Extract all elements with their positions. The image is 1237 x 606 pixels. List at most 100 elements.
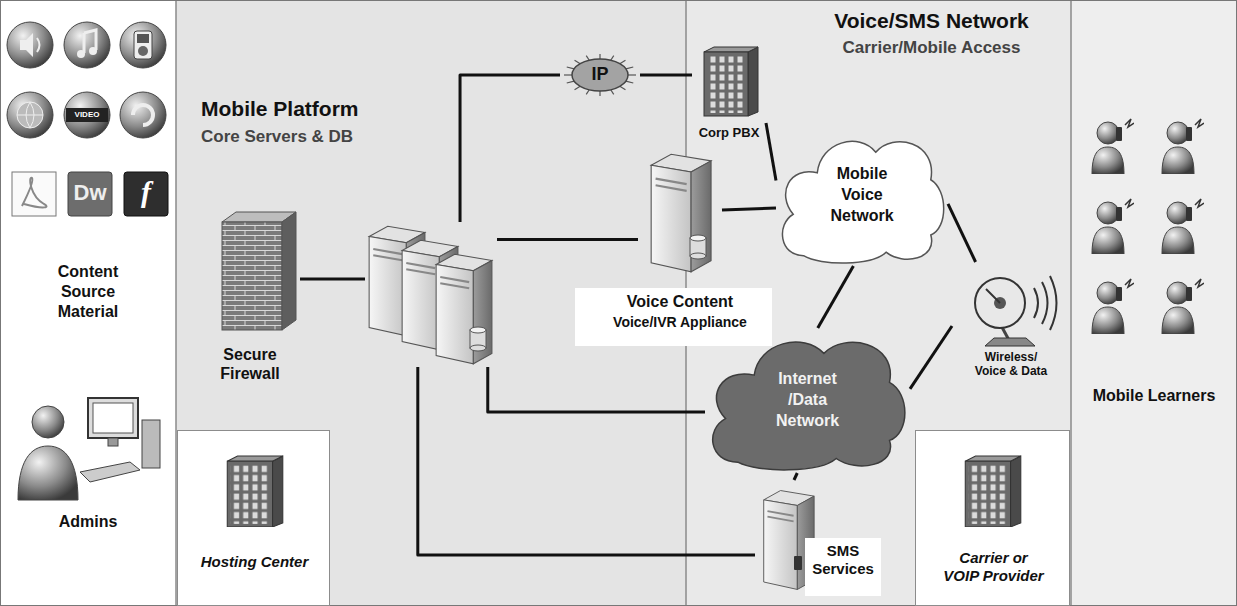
- admin-figure-part: [93, 403, 133, 433]
- wireless-tower: Wireless/ Voice & Data: [952, 262, 1070, 390]
- content-source-icons-part: [64, 22, 110, 68]
- server-towers-part: [690, 253, 706, 259]
- voice-sms-panel: Voice/SMS NetworkCarrier/Mobile Access Co…: [686, 0, 1071, 606]
- icon-caption: VIDEO: [66, 110, 108, 120]
- node-sublabel: Carrier/Mobile Access: [804, 38, 1059, 58]
- node-label: Hosting Center: [178, 553, 331, 571]
- network-link: [818, 266, 854, 328]
- firewall: Secure Firewall: [200, 205, 300, 400]
- ip-ray: [564, 74, 572, 75]
- node-label: Mobile Voice Network: [824, 164, 900, 226]
- admin-figure: [18, 398, 160, 500]
- network-link: [948, 204, 976, 262]
- column-grounds-part: [1071, 0, 1237, 606]
- content-source-icons-part: [17, 102, 43, 128]
- content-source-icons-part: [7, 22, 53, 68]
- admin-figure-part: [80, 462, 140, 482]
- content-source-icons: [7, 22, 168, 216]
- server-towers-part: [470, 345, 486, 351]
- firewall-wall-part: [222, 222, 282, 330]
- content-source-icons-part: [17, 102, 43, 128]
- hosting-center-box: Hosting Center: [177, 430, 330, 606]
- ip-ray: [575, 60, 581, 64]
- content-source-icons-part: [137, 34, 149, 43]
- cloud-outline: [782, 141, 943, 263]
- column-label: Admins: [38, 512, 138, 531]
- mobile-learner-figures-part: [1162, 199, 1204, 254]
- admin-figure-part: [142, 420, 160, 468]
- ip-ray: [620, 86, 626, 90]
- sms-services: SMS Services: [755, 480, 885, 606]
- content-source-icons-part: [20, 33, 33, 57]
- cloud-outline: [713, 342, 905, 470]
- buildings-part: [704, 47, 758, 116]
- ip-ray: [620, 60, 626, 64]
- server-towers-part: [690, 235, 706, 241]
- firewall-wall: [222, 212, 296, 330]
- content-source-icons-part: [120, 92, 166, 138]
- node-label: Voice/SMS Network: [804, 8, 1059, 33]
- node-label: Mobile Learners: [1071, 386, 1237, 405]
- icon-caption: Dw: [68, 180, 112, 206]
- network-link: [794, 473, 797, 480]
- column-label: Content Source Material: [44, 262, 132, 322]
- network-link: [640, 74, 692, 77]
- mobile-learner-figures-part: [1092, 199, 1134, 254]
- firewall-wall-part: [282, 212, 296, 330]
- admin-figure-part: [32, 406, 64, 438]
- column-grounds-part: [176, 0, 1071, 606]
- ip-ray: [575, 86, 581, 90]
- network-link: [460, 75, 560, 222]
- node-sublabel: Core Servers & DB: [201, 127, 451, 147]
- ip-ray: [626, 81, 633, 83]
- node-label: Internet /Data Network: [769, 369, 846, 431]
- content-source-icons-part: [89, 47, 97, 55]
- admin-figure-part: [108, 438, 118, 446]
- node-label: Mobile Platform: [201, 96, 451, 121]
- content-source-icons-part: [124, 172, 168, 216]
- mobile-learner-figures-part: [1162, 119, 1204, 174]
- ip-ray: [567, 67, 574, 69]
- ip-ray: [628, 74, 636, 75]
- corp-pbx: Corp PBX: [692, 42, 766, 150]
- wireless-dish: [975, 276, 1057, 346]
- mobile-learner-figures-part: [1162, 279, 1204, 334]
- internet-cloud: Internet /Data Network: [705, 328, 910, 473]
- admin-figure-part: [18, 446, 78, 500]
- node-sublabel: Voice/IVR Appliance: [575, 314, 785, 331]
- mobile-voice-cloud: Mobile Voice Network: [776, 128, 948, 266]
- network-link: [497, 238, 638, 241]
- network-link: [910, 326, 952, 389]
- admin-figure-part: [88, 398, 138, 438]
- network-link: [300, 278, 365, 281]
- node-label: Voice Content: [575, 292, 785, 311]
- wireless-dish-part: [975, 278, 1025, 328]
- content-source-icons-part: [120, 22, 166, 68]
- content-source-icons-part: [134, 31, 152, 59]
- content-source-icons-part: [7, 92, 53, 138]
- node-label: Wireless/ Voice & Data: [970, 350, 1052, 379]
- content-source-icons-part: [68, 172, 112, 216]
- node-label: IP: [560, 64, 640, 86]
- platform-panel: Mobile PlatformCore Servers & DB Secure F…: [177, 0, 685, 606]
- node-label: Carrier or VOIP Provider: [941, 549, 1046, 585]
- server-towers-part: [470, 327, 486, 333]
- mobile-learners-band: Mobile Learners: [1071, 0, 1237, 606]
- network-link: [766, 123, 776, 180]
- mobile-learner-figures: [1092, 119, 1204, 334]
- mobile-learner-figures-part: [1092, 119, 1134, 174]
- voice-ivr-appliance: Voice ContentVoice/IVR Appliance: [638, 150, 722, 350]
- network-link: [418, 367, 755, 555]
- carrier-provider-box: Carrier or VOIP Provider: [915, 430, 1070, 606]
- ip-ray: [626, 67, 633, 69]
- wireless-dish-part: [986, 289, 1000, 303]
- ip-router: IP: [560, 50, 640, 100]
- server-towers-part: [651, 154, 711, 272]
- buildings-part: [227, 456, 283, 527]
- content-source-icons-part: [138, 46, 148, 56]
